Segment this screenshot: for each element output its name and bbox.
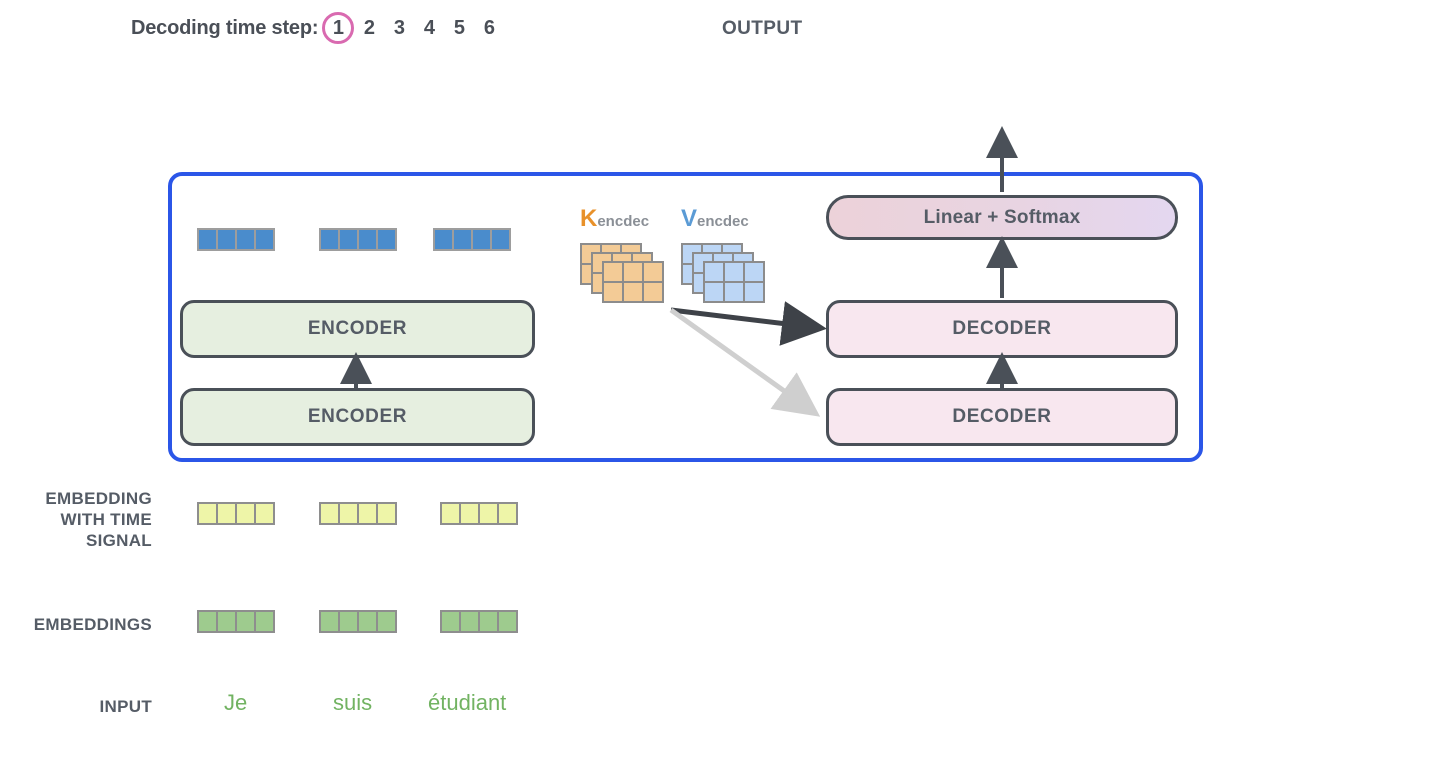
- embedding-time-vector-2: [319, 502, 397, 525]
- decoding-time-step-label: Decoding time step:: [131, 16, 319, 39]
- time-step-5[interactable]: 5: [453, 16, 465, 39]
- label-line-3: SIGNAL: [85, 531, 152, 550]
- decoder-top-box[interactable]: DECODER: [826, 300, 1178, 358]
- transformer-container: [168, 172, 1203, 462]
- input-word-1: Je: [224, 690, 248, 715]
- time-step-3[interactable]: 3: [393, 16, 405, 39]
- output-label: OUTPUT: [722, 18, 803, 39]
- k-encdec-group: Kencdec: [580, 205, 666, 305]
- v-encdec-label: Vencdec: [681, 205, 749, 232]
- k-encdec-label: Kencdec: [580, 205, 650, 232]
- encoder-output-vector-3: [433, 228, 511, 251]
- v-encdec-group: Vencdec: [681, 205, 767, 305]
- input-word-2: suis: [333, 690, 373, 715]
- time-step-4[interactable]: 4: [423, 16, 435, 39]
- input-word-3: étudiant: [428, 690, 507, 715]
- decoder-bottom-box[interactable]: DECODER: [826, 388, 1178, 446]
- label-line-2: WITH TIME: [60, 510, 152, 529]
- encoder-output-vector-2: [319, 228, 397, 251]
- linear-softmax-box[interactable]: Linear + Softmax: [826, 195, 1178, 240]
- time-step-2[interactable]: 2: [363, 16, 375, 39]
- embedding-time-vector-3: [440, 502, 518, 525]
- embeddings-label: EMBEDDINGS: [33, 615, 152, 634]
- v-matrix-plane-3: [703, 261, 765, 303]
- k-matrix-plane-3: [602, 261, 664, 303]
- embedding-with-time-signal-label: EMBEDDING WITH TIME SIGNAL: [0, 488, 152, 551]
- embedding-vector-1: [197, 610, 275, 633]
- input-label: INPUT: [99, 697, 152, 716]
- decoding-time-step-bar: Decoding time step: 1 2 3 4 5 6: [131, 12, 504, 44]
- v-encdec-matrix-stack: [681, 243, 767, 305]
- k-encdec-matrix-stack: [580, 243, 666, 305]
- embedding-vector-2: [319, 610, 397, 633]
- time-step-6[interactable]: 6: [483, 16, 495, 39]
- encoder-output-vector-1: [197, 228, 275, 251]
- embedding-vector-3: [440, 610, 518, 633]
- time-step-1[interactable]: 1: [322, 12, 355, 44]
- label-line-1: EMBEDDING: [45, 489, 152, 508]
- embedding-time-vector-1: [197, 502, 275, 525]
- encoder-top-box[interactable]: ENCODER: [180, 300, 535, 358]
- encoder-bottom-box[interactable]: ENCODER: [180, 388, 535, 446]
